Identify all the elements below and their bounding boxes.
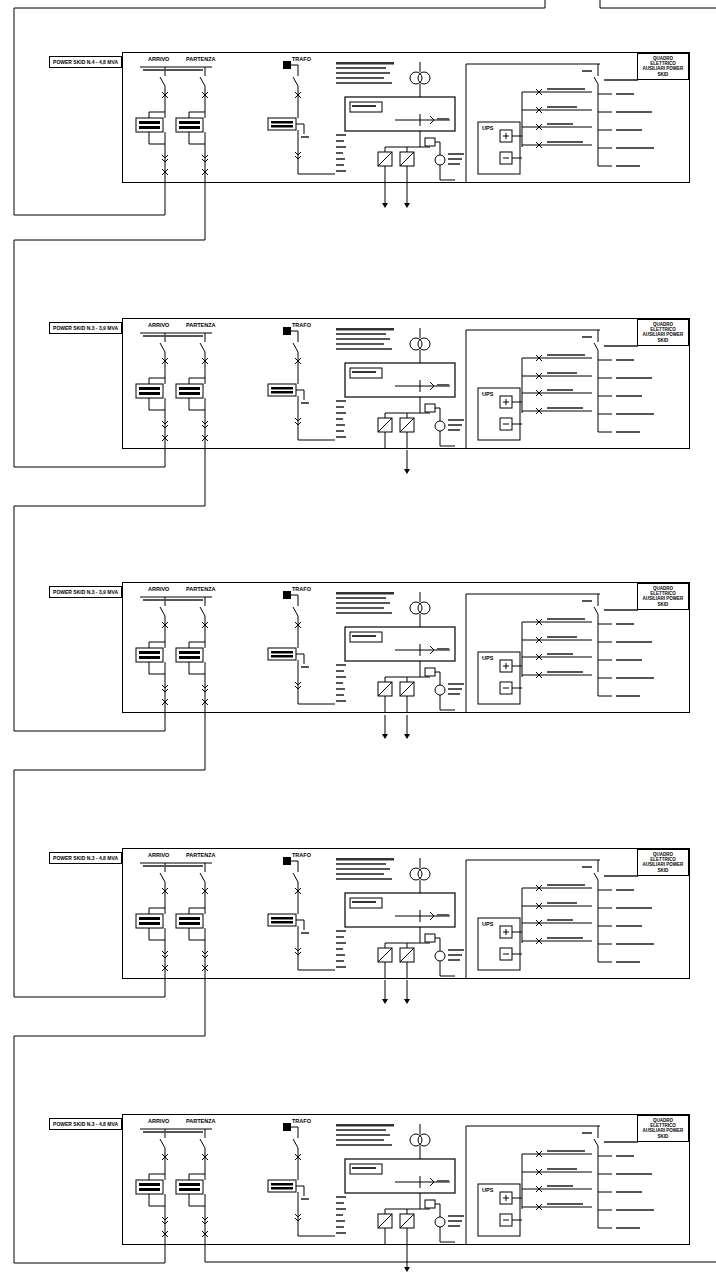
skid-panel: POWER SKID N.3 - 4,8 MVAQUADRO ELETTRICO… bbox=[122, 1114, 690, 1245]
panel-title: POWER SKID N.3 - 3,9 MVA bbox=[49, 322, 122, 334]
board-title: QUADRO ELETTRICO AUSILIARI POWER SKID bbox=[640, 586, 686, 607]
aux-board-title-box: QUADRO ELETTRICO AUSILIARI POWER SKID bbox=[637, 319, 689, 346]
ups-label: UPS bbox=[481, 921, 494, 927]
column-label: ARRIVO bbox=[147, 322, 170, 328]
column-label: PARTENZA bbox=[185, 852, 217, 858]
column-label: TRAFO bbox=[291, 322, 312, 328]
column-label: TRAFO bbox=[291, 1118, 312, 1124]
aux-board-title-box: QUADRO ELETTRICO AUSILIARI POWER SKID bbox=[637, 1115, 689, 1142]
ups-label: UPS bbox=[481, 1187, 494, 1193]
board-title: QUADRO ELETTRICO AUSILIARI POWER SKID bbox=[640, 852, 686, 873]
column-label: PARTENZA bbox=[185, 56, 217, 62]
ups-label: UPS bbox=[481, 655, 494, 661]
column-label: ARRIVO bbox=[147, 1118, 170, 1124]
power-skid-schematic bbox=[136, 857, 654, 979]
panel-title: POWER SKID N.4 - 4,8 MVA bbox=[49, 56, 122, 68]
mv-cable bbox=[14, 979, 205, 1263]
mv-cable bbox=[14, 713, 205, 997]
skid-panel: POWER SKID N.3 - 3,9 MVAQUADRO ELETTRICO… bbox=[122, 582, 690, 713]
external-cables bbox=[14, 0, 716, 1268]
column-label: ARRIVO bbox=[147, 586, 170, 592]
skid-panel: POWER SKID N.4 - 4,8 MVAQUADRO ELETTRICO… bbox=[122, 52, 690, 183]
skid-panel: POWER SKID N.3 - 4,8 MVAQUADRO ELETTRICO… bbox=[122, 848, 690, 979]
panel-title: POWER SKID N.3 - 4,8 MVA bbox=[49, 1118, 122, 1130]
panel-title: POWER SKID N.3 - 4,8 MVA bbox=[49, 852, 122, 864]
column-label: ARRIVO bbox=[147, 56, 170, 62]
aux-board-title-box: QUADRO ELETTRICO AUSILIARI POWER SKID bbox=[637, 849, 689, 876]
power-skid-schematic bbox=[136, 591, 654, 713]
board-title: QUADRO ELETTRICO AUSILIARI POWER SKID bbox=[640, 1118, 686, 1139]
power-skid-schematic bbox=[136, 61, 654, 183]
ups-label: UPS bbox=[481, 125, 494, 131]
column-label: PARTENZA bbox=[185, 322, 217, 328]
power-skid-schematic bbox=[136, 1123, 654, 1245]
board-title: QUADRO ELETTRICO AUSILIARI POWER SKID bbox=[640, 56, 686, 77]
column-label: TRAFO bbox=[291, 586, 312, 592]
output-arrows bbox=[382, 203, 410, 1272]
column-label: PARTENZA bbox=[185, 586, 217, 592]
column-label: ARRIVO bbox=[147, 852, 170, 858]
column-label: TRAFO bbox=[291, 56, 312, 62]
skid-panel: POWER SKID N.3 - 3,9 MVAQUADRO ELETTRICO… bbox=[122, 318, 690, 449]
power-skid-schematic bbox=[136, 327, 654, 449]
mv-cable bbox=[14, 183, 205, 467]
aux-board-title-box: QUADRO ELETTRICO AUSILIARI POWER SKID bbox=[637, 583, 689, 610]
column-label: TRAFO bbox=[291, 852, 312, 858]
aux-board-title-box: QUADRO ELETTRICO AUSILIARI POWER SKID bbox=[637, 53, 689, 80]
board-title: QUADRO ELETTRICO AUSILIARI POWER SKID bbox=[640, 322, 686, 343]
panel-title: POWER SKID N.3 - 3,9 MVA bbox=[49, 586, 122, 598]
mv-cable bbox=[14, 449, 205, 731]
column-label: PARTENZA bbox=[185, 1118, 217, 1124]
ups-label: UPS bbox=[481, 391, 494, 397]
